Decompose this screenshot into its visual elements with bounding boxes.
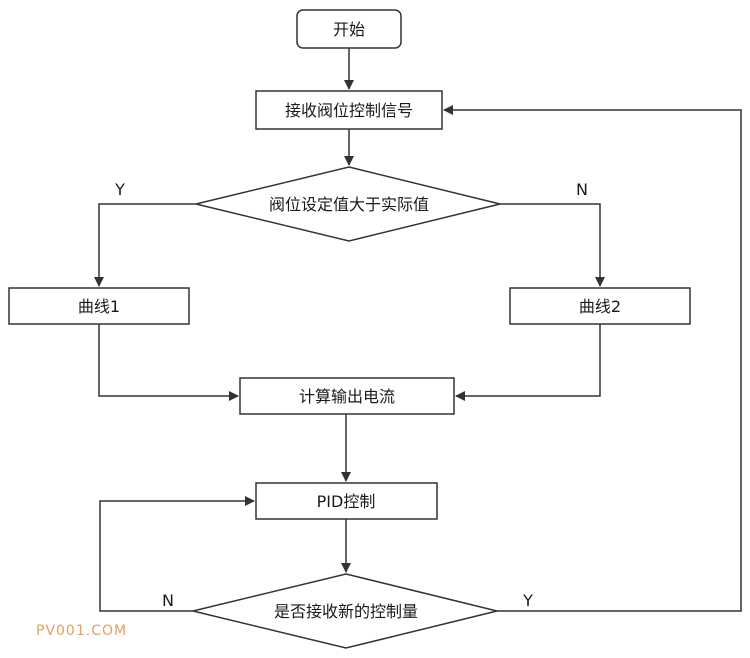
receive-signal-node: 接收阀位控制信号 (255, 90, 443, 130)
edge-decision-no-to-pid (99, 496, 255, 612)
compare-decision-node: 阀位设定值大于实际值 (195, 166, 501, 242)
watermark: PV001.COM (36, 623, 128, 639)
new-command-yes-label: Y (522, 591, 533, 610)
compare-decision-label: 阀位设定值大于实际值 (269, 195, 429, 214)
start-label: 开始 (333, 20, 365, 39)
curve2-label: 曲线2 (579, 297, 621, 316)
curve1-label: 曲线1 (78, 297, 120, 316)
edge-curve1-to-compute (98, 324, 239, 401)
compute-current-node: 计算输出电流 (239, 377, 455, 415)
compare-no-label: N (576, 180, 588, 199)
new-command-decision-label: 是否接收新的控制量 (274, 602, 418, 621)
compare-yes-label: Y (114, 180, 125, 199)
receive-signal-label: 接收阀位控制信号 (285, 101, 413, 120)
edge-decision-yes-to-receive (443, 105, 742, 612)
pid-control-node: PID控制 (255, 482, 438, 520)
compute-current-label: 计算输出电流 (299, 387, 395, 406)
new-command-decision-node: 是否接收新的控制量 (192, 573, 498, 649)
curve2-node: 曲线2 (509, 287, 691, 325)
edge-curve2-to-compute (455, 324, 601, 401)
new-command-no-label: N (162, 591, 174, 610)
pid-control-label: PID控制 (317, 492, 376, 511)
start-node: 开始 (296, 9, 402, 49)
edge-compare-no-to-curve2 (500, 203, 605, 287)
edge-compare-yes-to-curve1 (94, 203, 196, 287)
curve1-node: 曲线1 (8, 287, 190, 325)
